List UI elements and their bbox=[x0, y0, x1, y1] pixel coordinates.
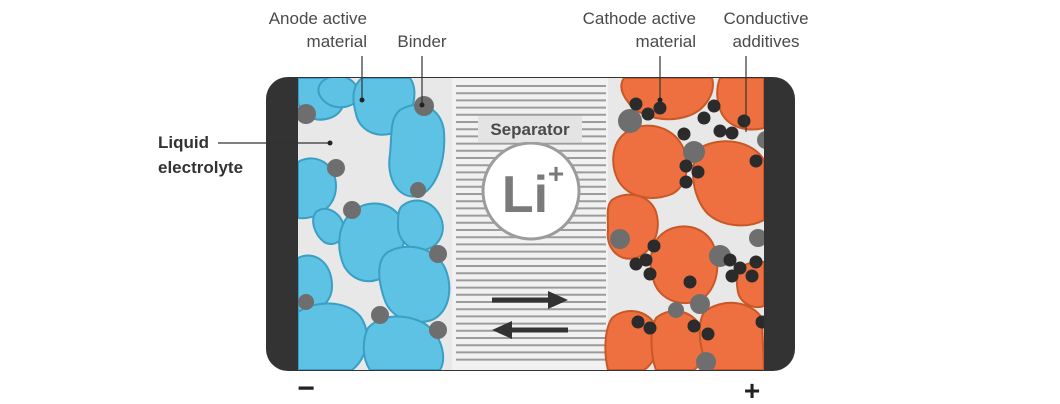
conductive-additive-particle bbox=[713, 124, 727, 138]
binder-particle bbox=[327, 159, 345, 177]
conductive-additive-particle bbox=[653, 101, 667, 115]
anode-leader-dot bbox=[359, 97, 365, 103]
conductive-additive-particle bbox=[723, 253, 737, 267]
cathode-leader-dot bbox=[657, 97, 663, 103]
conductive-additive-particle bbox=[629, 97, 643, 111]
conductive-additive-particle bbox=[683, 275, 697, 289]
cathode-label-line1: Cathode active bbox=[583, 9, 696, 28]
conductive-additive-particle bbox=[755, 315, 764, 329]
conductive-additive-particle bbox=[745, 269, 759, 283]
binder-label: Binder bbox=[397, 32, 446, 51]
conductive-additive-particle bbox=[643, 321, 657, 335]
conductive-additive-particle bbox=[647, 239, 661, 253]
binder-particle bbox=[683, 141, 705, 163]
binder-particle bbox=[690, 294, 710, 314]
cathode-current-collector bbox=[764, 77, 795, 371]
binder-particle bbox=[410, 182, 426, 198]
charge-direction-arrow bbox=[492, 291, 568, 309]
ion-charge-text: + bbox=[548, 158, 564, 189]
conductive-additive-particle bbox=[733, 261, 747, 275]
electrolyte-label-line2: electrolyte bbox=[158, 158, 243, 177]
binder-particle bbox=[429, 321, 447, 339]
conductive-additive-particle bbox=[749, 154, 763, 168]
conductive-additive-particle bbox=[707, 99, 721, 113]
anode-active-material bbox=[298, 78, 451, 370]
binder-particle bbox=[298, 104, 316, 124]
binder-particle bbox=[298, 294, 314, 310]
discharge-direction-arrow bbox=[492, 321, 568, 339]
conductive-additive-particle bbox=[643, 267, 657, 281]
binder-particle bbox=[371, 306, 389, 324]
electrolyte-label-line1: Liquid bbox=[158, 133, 209, 152]
binder-particle bbox=[343, 201, 361, 219]
binder-particle bbox=[618, 109, 642, 133]
conductive-additive-particle bbox=[679, 175, 693, 189]
conductive-additive-particles bbox=[629, 97, 764, 341]
cathode-active-material bbox=[604, 78, 764, 370]
conductive-additive-particle bbox=[687, 319, 701, 333]
conductive-additive-particle bbox=[697, 111, 711, 125]
lithium-ion-symbol: Li + bbox=[481, 141, 581, 241]
anode-label-line2: material bbox=[307, 32, 367, 51]
conductive-label-line1: Conductive bbox=[723, 9, 808, 28]
conductive-additive-particle bbox=[691, 165, 705, 179]
binder-particle bbox=[610, 229, 630, 249]
conductive-additive-particle bbox=[639, 253, 653, 267]
positive-terminal-label: + bbox=[744, 375, 760, 404]
separator-label: Separator bbox=[478, 116, 582, 142]
conductive-additive-particle bbox=[677, 127, 691, 141]
conductive-label-line2: additives bbox=[732, 32, 799, 51]
binder-particle bbox=[749, 229, 764, 247]
anode-current-collector bbox=[266, 77, 298, 371]
binder-leader-dot bbox=[419, 102, 425, 108]
conductive-additive-particle bbox=[701, 327, 715, 341]
binder-particle bbox=[757, 131, 764, 149]
binder-particle bbox=[696, 352, 716, 370]
electrolyte-leader-dot bbox=[327, 140, 333, 146]
cathode-label-line2: material bbox=[636, 32, 696, 51]
binder-particle bbox=[429, 245, 447, 263]
conductive-additive-particle bbox=[631, 315, 645, 329]
conductive-additive-particle bbox=[725, 126, 739, 140]
conductive-additive-particle bbox=[725, 269, 739, 283]
negative-terminal-label: − bbox=[297, 372, 315, 404]
conductive-additive-particle bbox=[737, 114, 751, 128]
binder-particle bbox=[668, 302, 684, 318]
conductive-additive-particle bbox=[641, 107, 655, 121]
anode-label-line1: Anode active bbox=[269, 9, 367, 28]
conductive-additive-particle bbox=[679, 159, 693, 173]
conductive-additive-particle bbox=[749, 255, 763, 269]
ion-text: Li bbox=[502, 166, 548, 224]
conductive-additive-particle bbox=[629, 257, 643, 271]
separator-text: Separator bbox=[490, 120, 570, 139]
